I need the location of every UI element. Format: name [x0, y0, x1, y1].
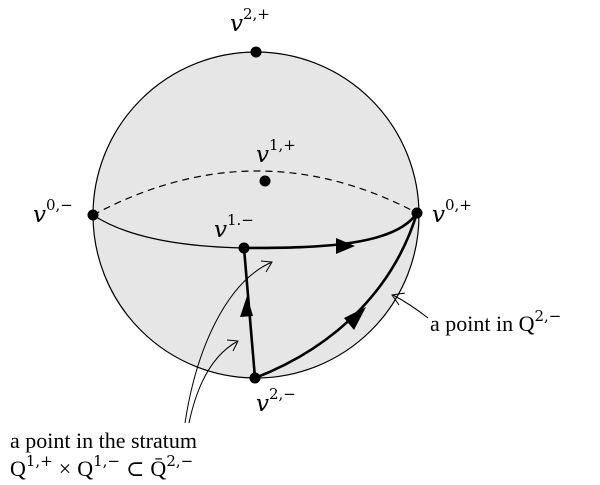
pointer-stratum-1: [184, 261, 273, 424]
label-v2-plus: v2,+: [230, 5, 270, 37]
pointer-stratum-2-head: [226, 339, 239, 352]
arrowhead-vertical-path: [240, 296, 253, 317]
pointer-right-point: [392, 294, 429, 319]
arrowhead-top-path: [336, 238, 355, 254]
path-v1minus-to-v0plus: [243, 212, 419, 250]
label-v1-plus: v1,+: [256, 136, 296, 168]
label-v1-minus: v1.−: [214, 211, 254, 243]
equator-back-dashed: [92, 170, 418, 216]
path-v2minus-to-v0plus: [254, 212, 419, 380]
vertex-v0-plus: [411, 207, 423, 219]
label-v0-plus: v0,+: [432, 196, 472, 228]
sphere: [92, 51, 420, 379]
vertex-v1-plus: [259, 175, 271, 187]
vertex-v2-minus: [249, 372, 261, 384]
annotation-stratum-line1: a point in the stratum: [10, 428, 197, 453]
pointer-stratum-2: [188, 340, 239, 424]
vertex-v1-minus: [238, 242, 250, 254]
arrowhead-lower-path: [344, 307, 366, 330]
annotation-stratum-line2: Q1,+×Q1,−⊂Q̄2,−: [10, 452, 193, 481]
annotation-right-point: a point in Q2,−: [430, 307, 561, 336]
label-v0-minus: v0,−: [33, 196, 73, 228]
vertex-v2-plus: [250, 46, 262, 58]
pointer-stratum-1-head: [260, 260, 273, 273]
label-v2-minus: v2,−: [256, 385, 296, 417]
equator-front-left: [92, 214, 245, 249]
vertex-v0-minus: [87, 209, 99, 221]
pointer-right-point-head: [391, 292, 406, 306]
